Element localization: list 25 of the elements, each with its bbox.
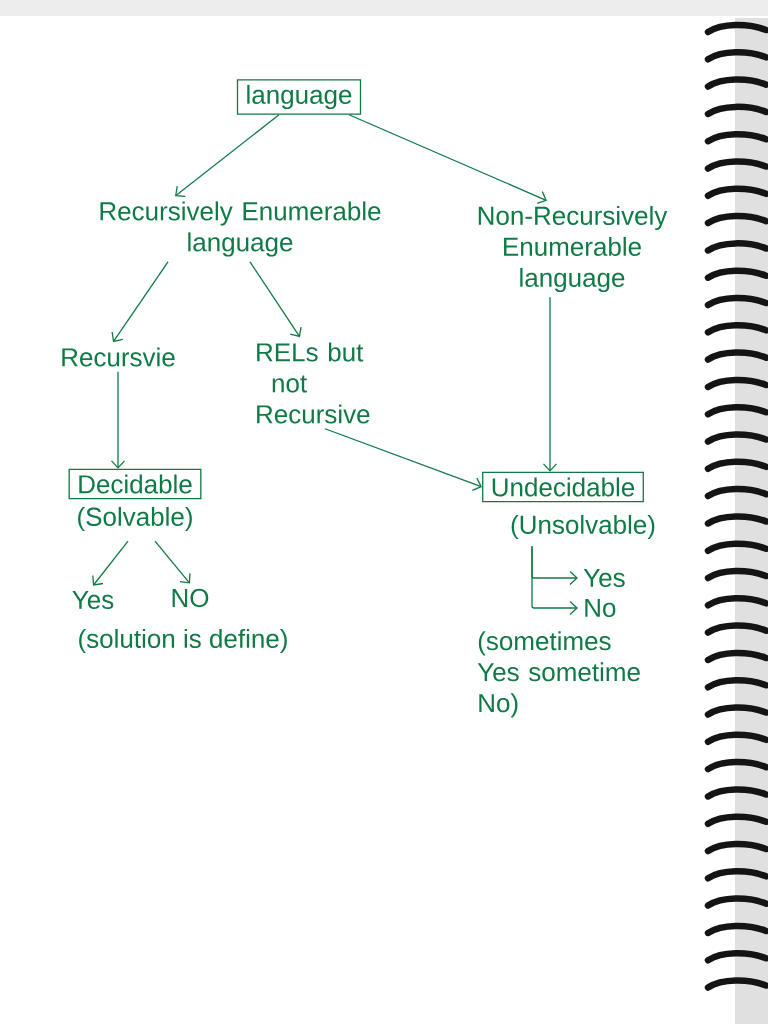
arrow bbox=[154, 540, 191, 584]
caption-text: (Unsolvable) bbox=[511, 514, 655, 540]
arrow bbox=[110, 371, 126, 469]
node-label: NO bbox=[172, 588, 209, 608]
arrow bbox=[249, 261, 302, 338]
node-label: Recursvie bbox=[62, 347, 175, 367]
node-label: Yes bbox=[583, 568, 625, 588]
node-label: Yes bbox=[72, 590, 114, 610]
caption-text: (Solvable) bbox=[78, 506, 192, 532]
arrow bbox=[175, 114, 280, 198]
arrow bbox=[92, 540, 129, 586]
arrow bbox=[324, 428, 483, 491]
node-label: RELs but not Recursive bbox=[257, 342, 370, 424]
note-text: (solution is define) bbox=[79, 628, 287, 654]
node-label: Recursively Enumerable language bbox=[100, 201, 381, 257]
process-box: language bbox=[236, 79, 362, 115]
arrow bbox=[348, 114, 547, 205]
branch-arrow bbox=[531, 545, 578, 616]
process-box: Undecidable bbox=[482, 471, 644, 503]
note-text: (sometimes Yes sometime No) bbox=[477, 631, 640, 718]
arrow bbox=[111, 261, 169, 343]
node-label: Non-Recursively Enumerable language bbox=[478, 205, 668, 293]
process-box: Decidable bbox=[68, 468, 202, 500]
node-label: No bbox=[585, 598, 616, 618]
arrow bbox=[542, 296, 558, 472]
